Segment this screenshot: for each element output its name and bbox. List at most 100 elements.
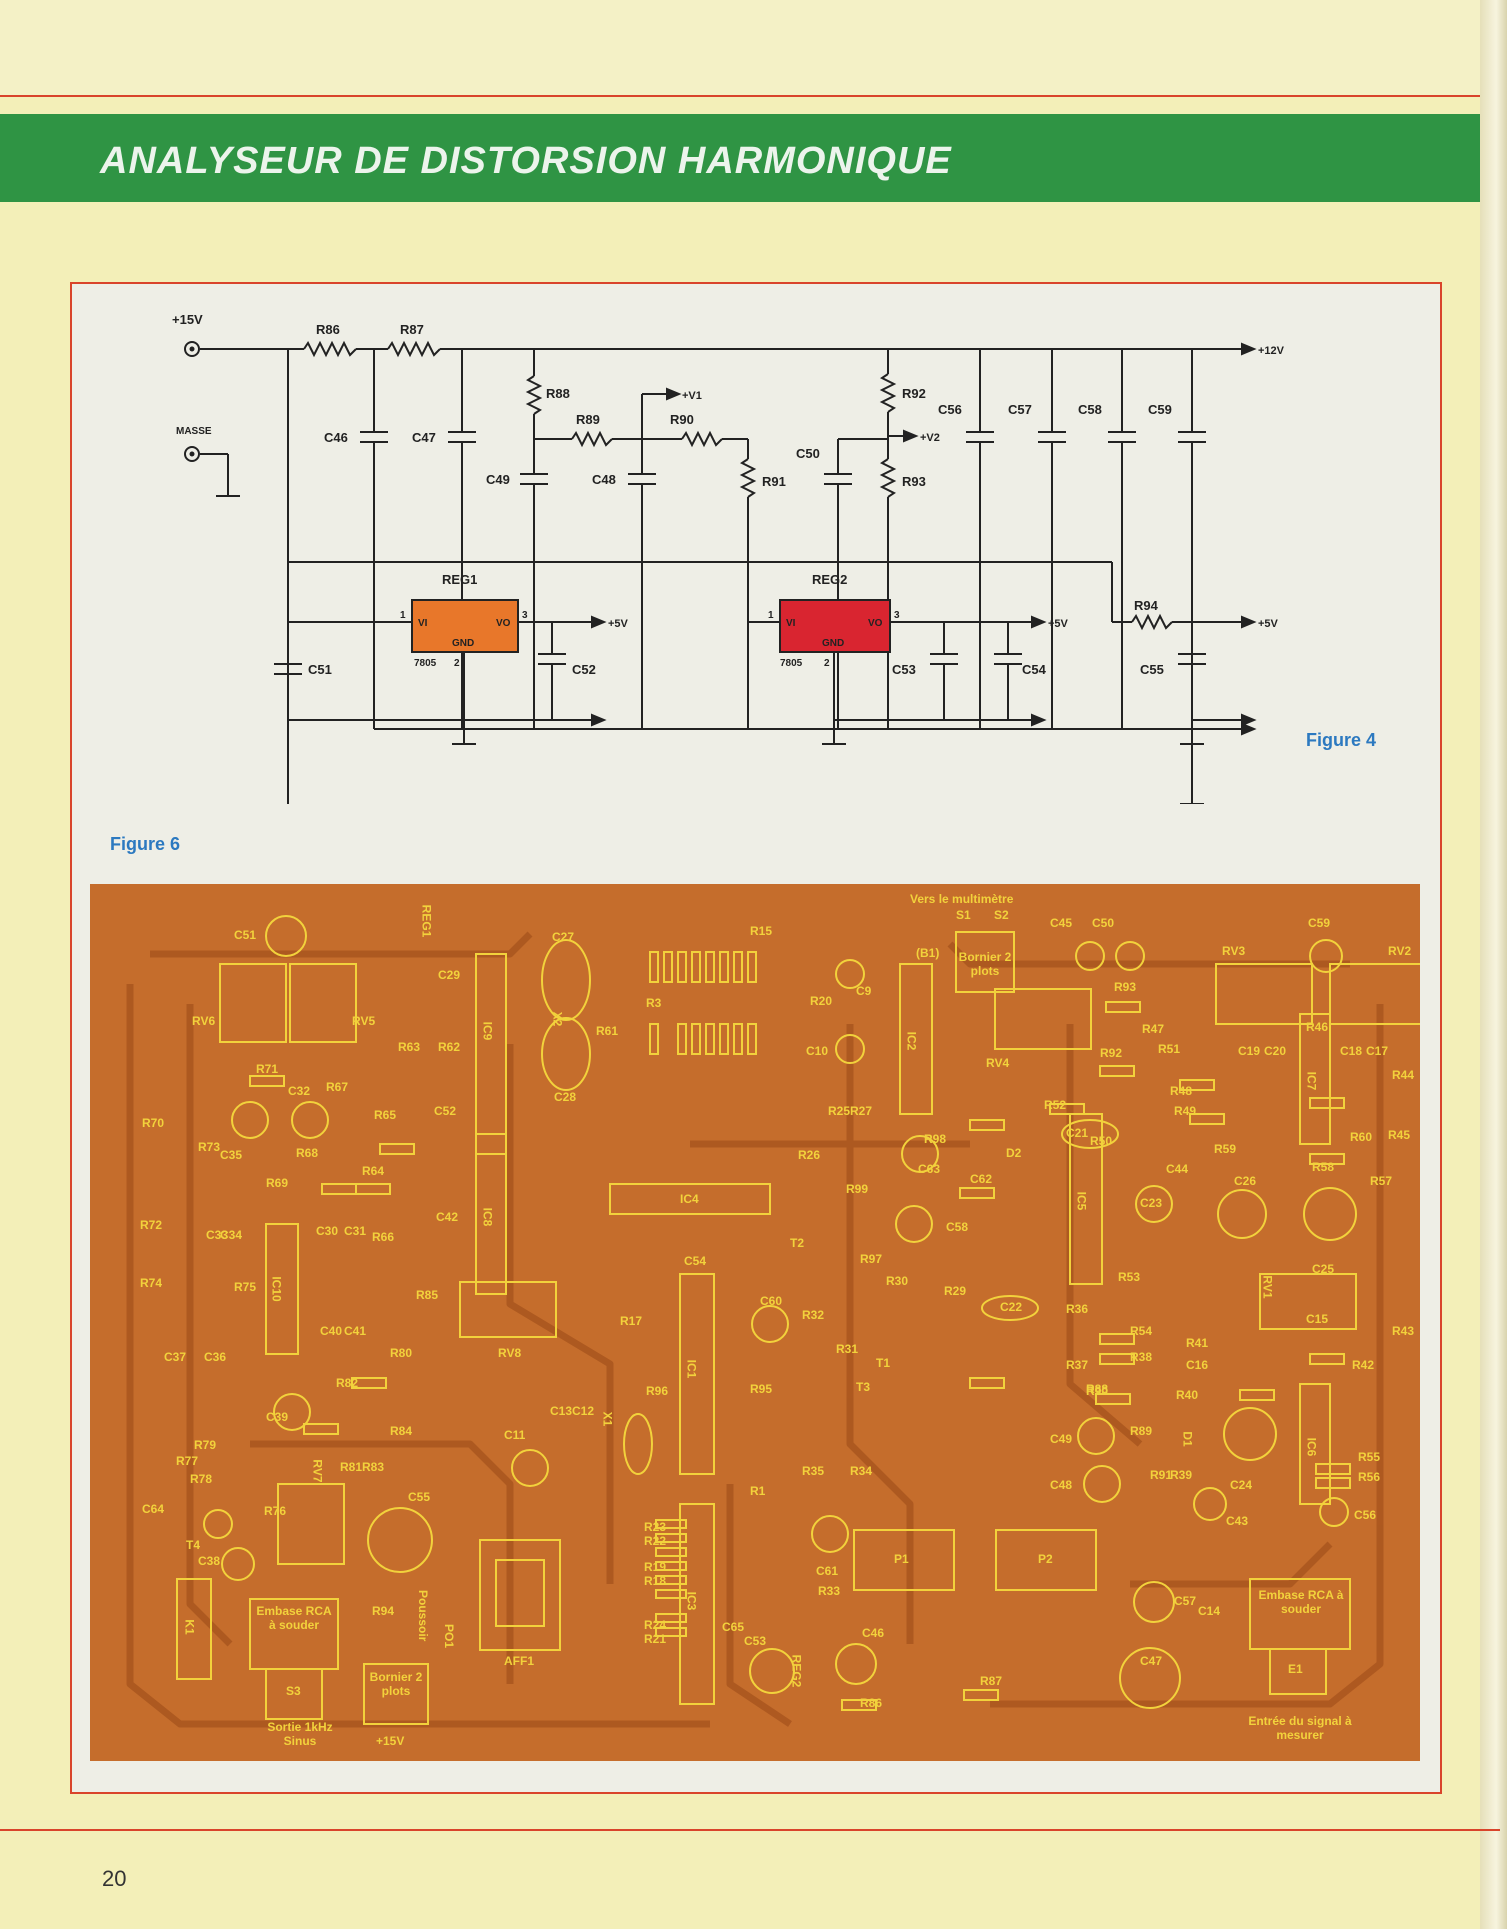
- pcb-c20: C20: [1264, 1044, 1287, 1058]
- pcb-r83: R83: [362, 1460, 385, 1474]
- pcb-r51: R51: [1158, 1042, 1181, 1056]
- pcb-c45: C45: [1050, 916, 1073, 930]
- label-c48: C48: [592, 472, 616, 487]
- reg2-gnd: GND: [822, 638, 844, 649]
- pcb-r96: R96: [646, 1384, 669, 1398]
- pcb-c19: C19: [1238, 1044, 1261, 1058]
- pcb-c31: C31: [344, 1224, 367, 1238]
- pcb-c60: C60: [760, 1294, 783, 1308]
- pcb-embase-right: Embase RCA à souder: [1258, 1588, 1344, 1616]
- label-c55: C55: [1140, 662, 1164, 677]
- label-r92: R92: [902, 386, 926, 401]
- pcb-ic6: IC6: [1304, 1437, 1319, 1457]
- pcb-r3: R3: [646, 996, 662, 1010]
- pcb-r37: R37: [1066, 1358, 1089, 1372]
- pcb-reg2: REG2: [789, 1654, 804, 1688]
- pcb-r77: R77: [176, 1454, 199, 1468]
- pcb-r24: R24: [644, 1618, 667, 1632]
- pcb-r82: R82: [336, 1376, 359, 1390]
- pcb-r79: R79: [194, 1438, 217, 1452]
- pcb-c41: C41: [344, 1324, 367, 1338]
- pcb-r1: R1: [750, 1484, 766, 1498]
- pcb-r92: R92: [1100, 1046, 1123, 1060]
- pcb-c11: C11: [504, 1428, 526, 1442]
- pcb-c21: C21: [1066, 1126, 1089, 1140]
- pcb-c42: C42: [436, 1210, 459, 1224]
- pcb-r86: R86: [860, 1696, 883, 1710]
- label-c54: C54: [1022, 662, 1047, 677]
- pcb-r62: R62: [438, 1040, 461, 1054]
- label-c56: C56: [938, 402, 962, 417]
- label-c47: C47: [412, 430, 436, 445]
- pcb-c58: C58: [946, 1220, 969, 1234]
- pcb-c39: C39: [266, 1410, 289, 1424]
- pcb-r70: R70: [142, 1116, 165, 1130]
- pcb-c44: C44: [1166, 1162, 1189, 1176]
- pcb-c56: C56: [1354, 1508, 1377, 1522]
- pcb-r88: R88: [1086, 1382, 1109, 1396]
- pcb-r61: R61: [596, 1024, 619, 1038]
- pcb-r59: R59: [1214, 1142, 1237, 1156]
- pcb-c9: C9: [856, 984, 872, 998]
- label-c50: C50: [796, 446, 820, 461]
- pcb-bornier-top: Bornier 2 plots: [958, 950, 1012, 978]
- pcb-r74: R74: [140, 1276, 163, 1290]
- pcb-r30: R30: [886, 1274, 909, 1288]
- pcb-r69: R69: [266, 1176, 289, 1190]
- pcb-c34: C34: [220, 1228, 243, 1242]
- page-spine: [1480, 0, 1507, 1929]
- pcb-c16: C16: [1186, 1358, 1209, 1372]
- pcb-s3: S3: [286, 1684, 301, 1698]
- pcb-rv3: RV3: [1222, 944, 1246, 958]
- pcb-c24: C24: [1230, 1478, 1253, 1492]
- pcb-ic10: IC10: [269, 1276, 284, 1302]
- pcb-c63: C63: [918, 1162, 941, 1176]
- pcb-e1: E1: [1288, 1662, 1303, 1676]
- pcb-entree: Entrée du signal à mesurer: [1248, 1714, 1352, 1742]
- title-banner: [0, 114, 1492, 202]
- bottom-rule: [0, 1829, 1500, 1831]
- pcb-r32: R32: [802, 1308, 825, 1322]
- label-r94: R94: [1134, 598, 1159, 613]
- pcb-ic7: IC7: [1304, 1071, 1319, 1091]
- pcb-c46: C46: [862, 1626, 885, 1640]
- pcb-r81: R81: [340, 1460, 363, 1474]
- pcb-t2: T2: [790, 1236, 805, 1250]
- page-top-margin: [0, 0, 1507, 96]
- pcb-c29: C29: [438, 968, 461, 982]
- pcb-r65: R65: [374, 1108, 397, 1122]
- pcb-embase-left: Embase RCA à souder: [256, 1604, 332, 1632]
- page-number: 20: [102, 1866, 127, 1891]
- pcb-r21: R21: [644, 1632, 667, 1646]
- pcb-d2: D2: [1006, 1146, 1022, 1160]
- pcb-poussoir: Poussoir: [416, 1590, 430, 1642]
- pcb-r31: R31: [836, 1342, 859, 1356]
- figure6-caption: Figure 6: [110, 834, 181, 854]
- label-r93: R93: [902, 474, 926, 489]
- pcb-r72: R72: [140, 1218, 163, 1232]
- pcb-r47: R47: [1142, 1022, 1165, 1036]
- pcb-c47: C47: [1140, 1654, 1163, 1668]
- pcb-x2: X2: [550, 1011, 565, 1027]
- pcb-r23: R23: [644, 1520, 667, 1534]
- pcb-c10: C10: [806, 1044, 829, 1058]
- reg1-pin1: 1: [400, 610, 406, 621]
- pcb-c33: C33: [206, 1228, 229, 1242]
- pcb-r33: R33: [818, 1584, 841, 1598]
- pcb-r29: R29: [944, 1284, 967, 1298]
- reg2-pin3: 3: [894, 610, 900, 621]
- pcb-rv5: RV5: [352, 1014, 376, 1028]
- pcb-c61: C61: [816, 1564, 839, 1578]
- pcb-r35: R35: [802, 1464, 825, 1478]
- pcb-c23: C23: [1140, 1196, 1163, 1210]
- label-r86: R86: [316, 322, 340, 337]
- rail-v2: +V2: [920, 432, 940, 444]
- pcb-c32: C32: [288, 1084, 311, 1098]
- pcb-c57: C57: [1174, 1594, 1197, 1608]
- pcb-r19: R19: [644, 1560, 667, 1574]
- pcb-reg1: REG1: [419, 904, 434, 938]
- pcb-r71: R71: [256, 1062, 279, 1076]
- pcb-note-multimeter: Vers le multimètre: [910, 892, 1014, 906]
- rail-12v: +12V: [1258, 345, 1285, 357]
- pcb-r93: R93: [1114, 980, 1137, 994]
